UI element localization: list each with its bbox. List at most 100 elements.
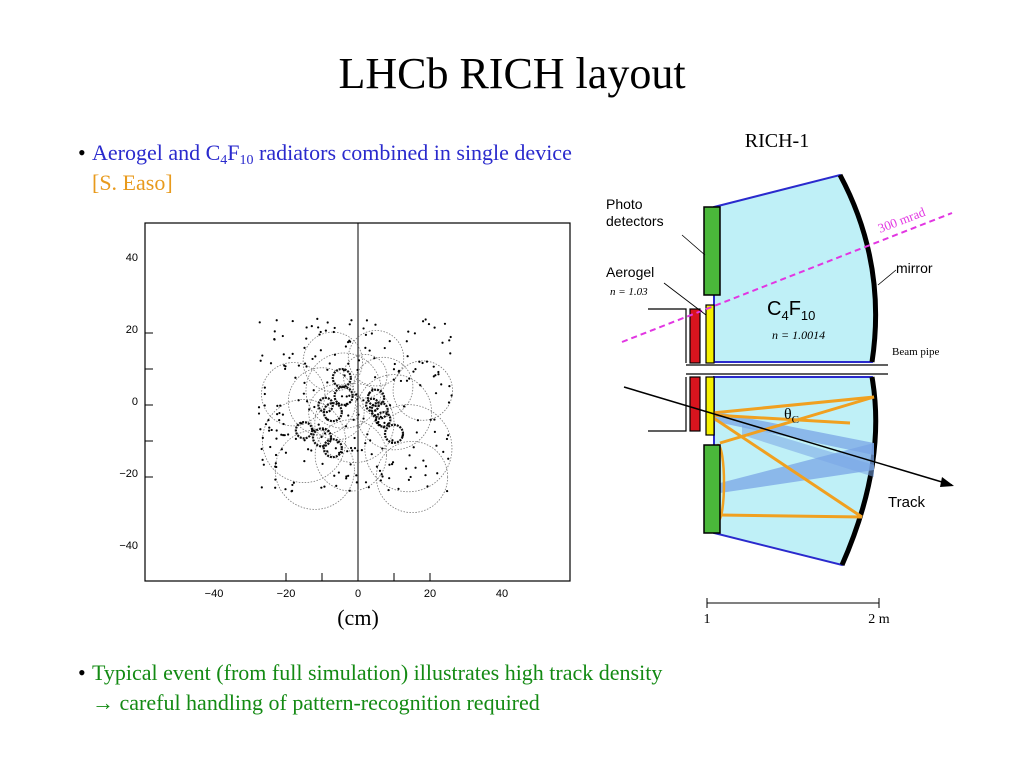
hit-point <box>346 450 349 453</box>
hit-point <box>263 392 266 396</box>
hit-point <box>276 404 279 408</box>
hit-point <box>262 463 265 466</box>
hit-point <box>348 394 351 397</box>
hit-point <box>424 318 427 321</box>
bullet-glyph: • <box>78 140 86 165</box>
hit-point <box>292 481 295 484</box>
hit-point <box>436 472 439 475</box>
hit-point <box>407 478 411 481</box>
hit-point <box>294 437 297 440</box>
bullet-glyph: • <box>78 660 86 685</box>
hit-point <box>408 454 411 457</box>
hit-point <box>368 349 371 352</box>
hit-point <box>449 352 452 355</box>
hit-point <box>381 447 384 450</box>
hit-point <box>391 461 395 464</box>
acceptance-line <box>621 212 953 343</box>
hit-point <box>374 323 377 326</box>
hit-point <box>414 367 417 371</box>
track-arrowhead <box>940 477 954 487</box>
cherenkov-ring-large <box>302 331 363 392</box>
hit-point <box>333 353 337 356</box>
cherenkov-ring-large <box>261 362 326 427</box>
hit-point <box>273 338 276 341</box>
photo-detectors-line1: Photo <box>606 196 643 212</box>
hit-point <box>319 330 322 334</box>
hit-point <box>426 485 429 488</box>
hit-point <box>397 487 400 490</box>
hit-point <box>362 417 365 420</box>
hit-point <box>414 466 417 469</box>
aerogel-index: n = 1.03 <box>610 286 648 298</box>
cherenkov-ring-small <box>333 385 354 407</box>
hit-point <box>321 462 324 465</box>
cherenkov-ring-large <box>375 440 449 514</box>
hit-point <box>397 370 400 373</box>
hit-point <box>364 346 367 349</box>
hit-point <box>412 370 415 373</box>
hit-point <box>374 419 377 422</box>
cherenkov-ring-large <box>353 356 414 418</box>
hit-point <box>424 465 428 468</box>
aerogel-lower <box>705 376 715 436</box>
bullet1-text-b: F <box>227 140 240 165</box>
hit-point <box>287 433 290 436</box>
hit-point <box>379 415 382 418</box>
hit-point <box>308 408 311 411</box>
hit-point <box>283 434 286 437</box>
hit-point <box>326 418 329 421</box>
hit-point <box>328 362 331 365</box>
hit-point <box>342 369 346 372</box>
gas-f: F <box>789 298 801 320</box>
cherenkov-ring-large <box>314 382 395 463</box>
hit-point <box>357 413 360 416</box>
hit-point <box>274 486 277 489</box>
hit-point <box>320 435 323 439</box>
bullet1-sub-a: 4 <box>220 153 228 168</box>
hit-point <box>333 326 336 330</box>
hit-point <box>391 439 394 442</box>
track-line <box>623 386 953 486</box>
hit-point <box>418 360 421 363</box>
aerogel-leader <box>663 282 707 316</box>
hit-point <box>335 484 338 487</box>
theta-symbol: θ <box>784 406 792 423</box>
hit-point <box>324 329 327 332</box>
hit-point <box>355 474 358 477</box>
hit-point <box>387 422 390 425</box>
hit-point <box>274 478 277 481</box>
hit-point <box>303 381 306 384</box>
mirror-label: mirror <box>896 260 933 276</box>
hit-point <box>388 340 391 343</box>
hit-point <box>434 374 437 377</box>
gas-index: n = 1.0014 <box>772 328 825 342</box>
hit-point <box>323 432 327 435</box>
hit-point <box>269 445 272 449</box>
hit-point <box>288 356 291 359</box>
ray-band <box>712 411 874 455</box>
hit-point <box>260 447 263 451</box>
hit-point <box>370 453 373 456</box>
gas-sub2: 10 <box>801 308 815 323</box>
gas-sub1: 4 <box>781 308 788 323</box>
hit-point <box>353 436 356 440</box>
cherenkov-ring-large <box>308 384 365 441</box>
hit-point <box>347 362 350 365</box>
hit-point <box>349 446 353 450</box>
hit-point <box>374 376 377 379</box>
hit-point <box>346 341 350 344</box>
hit-point <box>318 333 321 336</box>
hit-point <box>447 434 450 437</box>
hit-point <box>445 437 449 441</box>
hit-point <box>350 319 353 322</box>
hit-point <box>282 422 285 426</box>
hit-point <box>429 418 432 421</box>
hit-point <box>259 428 262 431</box>
hit-point <box>333 474 336 477</box>
window-lower <box>689 376 701 432</box>
hit-point <box>378 423 381 427</box>
hit-point <box>278 411 281 415</box>
hit-point <box>300 422 303 425</box>
photodetector-lower <box>703 444 721 534</box>
x-tick-label: 40 <box>496 588 508 600</box>
